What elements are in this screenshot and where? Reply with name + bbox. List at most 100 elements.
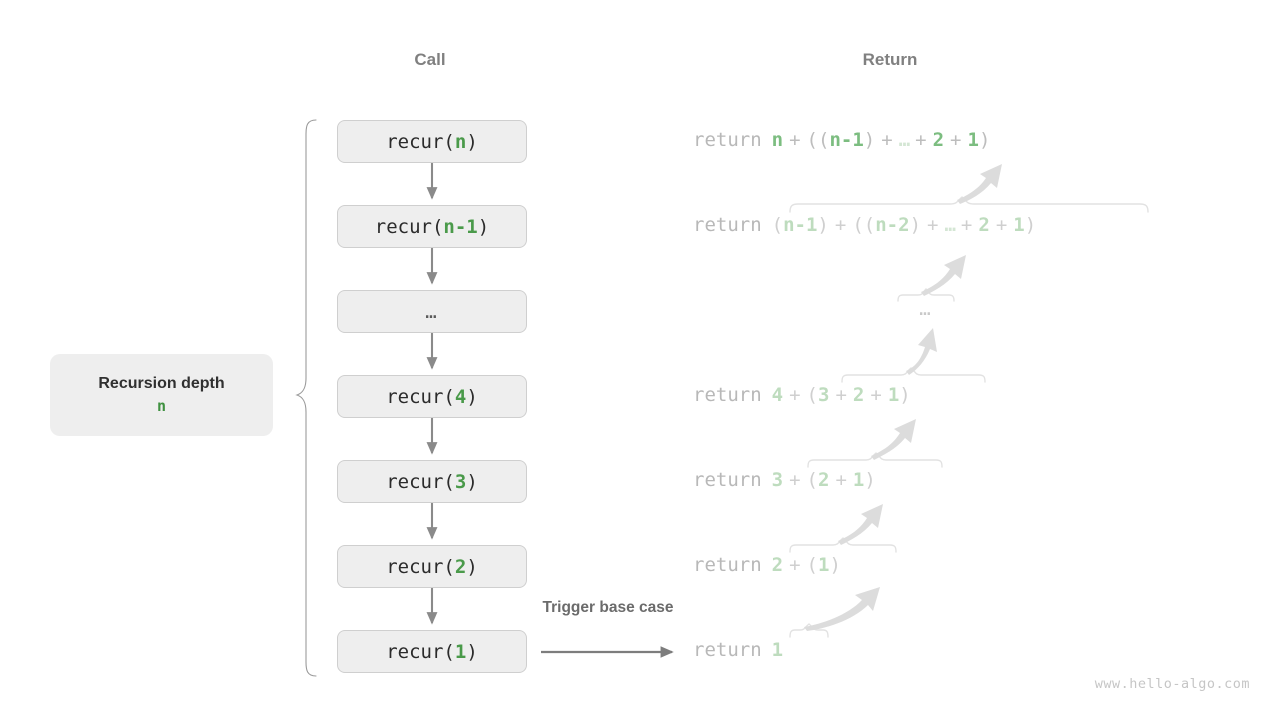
value-token: 3 xyxy=(771,469,784,491)
return-keyword: return xyxy=(693,384,762,406)
value-token: n xyxy=(771,129,784,151)
plus-token: + xyxy=(835,384,847,406)
paren-token: ) xyxy=(864,469,876,491)
call-box-fn-name: recur( xyxy=(386,555,455,578)
plus-token: + xyxy=(870,384,882,406)
call-box-argument: 2 xyxy=(454,555,467,578)
recursion-depth-value: n xyxy=(156,397,167,415)
recursion-depth-brace xyxy=(295,119,317,677)
plus-token: + xyxy=(960,214,973,236)
paren-token: ( xyxy=(771,214,784,236)
plus-token: + xyxy=(950,129,962,151)
value-token: 2 xyxy=(818,469,830,491)
call-box-fn-name: recur( xyxy=(386,130,455,153)
value-token: 4 xyxy=(771,384,784,406)
plus-token: + xyxy=(789,554,801,576)
value-token: 2 xyxy=(852,384,865,406)
call-box-fn-name: recur( xyxy=(386,385,455,408)
call-box-argument: n-1 xyxy=(443,215,478,238)
paren-token: ( xyxy=(806,384,818,406)
return-expression: 4+(3+2+1) xyxy=(772,384,911,406)
return-keyword: return xyxy=(693,129,762,151)
call-box-argument: 3 xyxy=(454,470,467,493)
paren-token: ) xyxy=(978,129,991,151)
call-box-fn-name: recur( xyxy=(386,470,455,493)
call-box-argument: n xyxy=(454,130,467,153)
value-token: 1 xyxy=(771,639,784,661)
value-token: 1 xyxy=(852,469,865,491)
plus-token: + xyxy=(834,214,847,236)
return-keyword: return xyxy=(693,554,762,576)
recursion-depth-title: Recursion depth xyxy=(98,375,225,392)
return-row-2: return 2+(1) xyxy=(693,554,841,576)
return-row-1: return 1 xyxy=(693,639,783,661)
value-token: n-1 xyxy=(829,129,864,151)
value-token: 2 xyxy=(978,214,990,236)
trigger-base-case-label: Trigger base case xyxy=(542,599,674,616)
return-keyword: return xyxy=(693,214,762,236)
plus-token: + xyxy=(915,129,927,151)
plus-token: + xyxy=(835,469,847,491)
call-box-n: recur(n) xyxy=(337,120,527,163)
column-header-call: Call xyxy=(414,50,446,69)
call-box-close-paren: ) xyxy=(466,385,478,408)
call-box-1: recur(1) xyxy=(337,630,527,673)
call-box-fn-name: recur( xyxy=(386,640,455,663)
call-box-4: recur(4) xyxy=(337,375,527,418)
value-token: 1 xyxy=(818,554,830,576)
call-box-dots: … xyxy=(337,290,527,333)
call-box-close-paren: ) xyxy=(466,555,478,578)
value-token: n-1 xyxy=(783,214,818,236)
return-expression: 2+(1) xyxy=(772,554,841,576)
return-keyword: return xyxy=(693,639,762,661)
watermark: www.hello-algo.com xyxy=(1094,676,1250,692)
paren-token: ) xyxy=(863,129,876,151)
value-token: 1 xyxy=(887,384,900,406)
ellipsis-token: … xyxy=(898,129,910,151)
return-keyword: return xyxy=(693,469,762,491)
return-group-braces xyxy=(789,196,1149,638)
return-row-n-1: return(n-1)+((n-2)+…+2+1) xyxy=(693,214,1036,236)
value-token: n-2 xyxy=(875,214,910,236)
value-token: 3 xyxy=(818,384,830,406)
return-expression: 1 xyxy=(772,639,783,661)
plus-token: + xyxy=(881,129,893,151)
call-box-argument: 4 xyxy=(454,385,467,408)
paren-token: ) xyxy=(1024,214,1037,236)
plus-token: + xyxy=(789,469,801,491)
paren-token: ) xyxy=(909,214,922,236)
call-box-close-paren: ) xyxy=(466,470,478,493)
paren-token: ) xyxy=(817,214,829,236)
call-box-argument: 1 xyxy=(454,640,467,663)
value-token: 1 xyxy=(967,129,979,151)
paren-token: ( xyxy=(863,214,876,236)
column-header-return: Return xyxy=(862,50,918,69)
return-expression: n+((n-1)+…+2+1) xyxy=(772,129,991,151)
call-box-n-1: recur(n-1) xyxy=(337,205,527,248)
plus-token: + xyxy=(789,129,801,151)
paren-token: ) xyxy=(899,384,911,406)
paren-token: ( xyxy=(806,469,818,491)
ellipsis-token: … xyxy=(944,214,955,236)
value-token: 2 xyxy=(932,129,945,151)
call-box-close-paren: ) xyxy=(466,130,478,153)
plus-token: + xyxy=(789,384,801,406)
plus-token: + xyxy=(927,214,939,236)
return-expression: 3+(2+1) xyxy=(772,469,876,491)
recursion-depth-label: Recursion depth n xyxy=(50,354,273,436)
return-expression: (n-1)+((n-2)+…+2+1) xyxy=(772,214,1037,236)
paren-token: ( xyxy=(806,129,818,151)
call-box-close-paren: ) xyxy=(477,215,490,238)
plus-token: + xyxy=(995,214,1008,236)
call-box-ellipsis-text: … xyxy=(425,300,439,323)
call-box-fn-name: recur( xyxy=(374,215,444,238)
call-box-3: recur(3) xyxy=(337,460,527,503)
call-box-2: recur(2) xyxy=(337,545,527,588)
paren-token: ( xyxy=(806,554,818,576)
paren-token: ) xyxy=(829,554,841,576)
return-ellipsis: … xyxy=(919,298,933,320)
